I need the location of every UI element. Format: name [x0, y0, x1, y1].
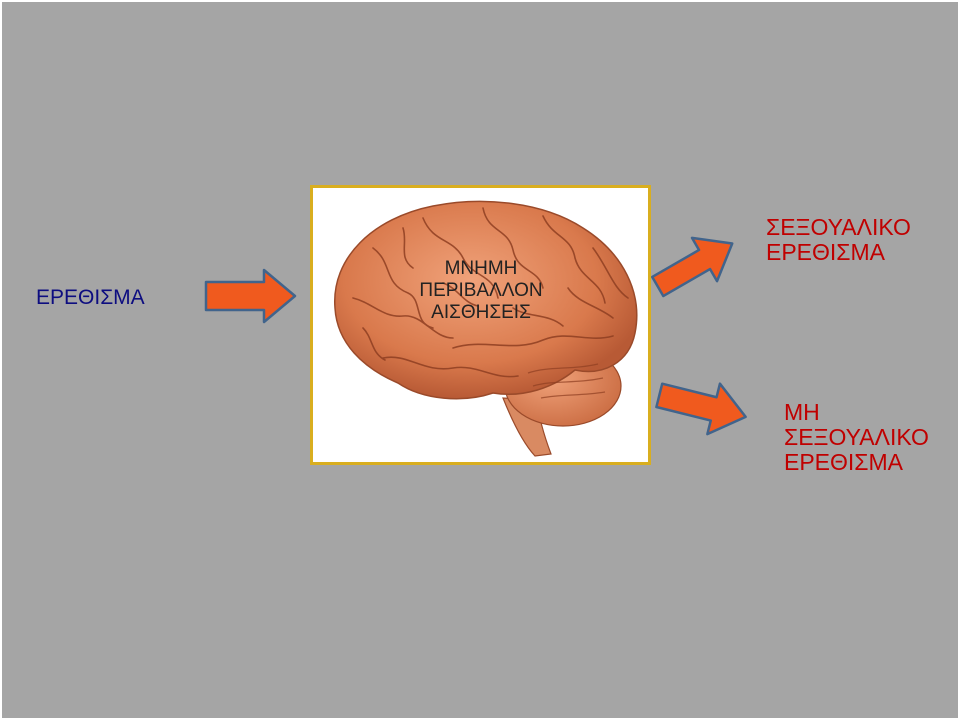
factor-senses: ΑΙΣΘΗΣΕΙΣ: [431, 302, 531, 323]
sexual-line-2: ΕΡΕΘΙΣΜΑ: [766, 239, 886, 265]
arrow-to-nonsexual-icon: [655, 382, 747, 436]
arrow-to-sexual-icon: [651, 236, 734, 298]
nonsexual-line-3: ΕΡΕΘΙΣΜΑ: [784, 449, 904, 475]
brain-factors-text: ΜΝΗΜΗ ΠΕΡΙΒΑΛΛΟΝ ΑΙΣΘΗΣΕΙΣ: [393, 258, 569, 324]
factor-environment: ΠΕΡΙΒΑΛΛΟΝ: [419, 280, 543, 301]
arrow-to-brain-icon: [204, 268, 297, 324]
nonsexual-line-2: ΣΕΞΟΥΑΛΙΚΟ: [784, 424, 929, 450]
stimulus-label: ΕΡΕΘΙΣΜΑ: [36, 286, 145, 309]
factor-memory: ΜΝΗΜΗ: [444, 258, 518, 279]
sexual-stimulus-label: ΣΕΞΟΥΑΛΙΚΟ ΕΡΕΘΙΣΜΑ: [766, 215, 911, 265]
brain-image-frame: ΜΝΗΜΗ ΠΕΡΙΒΑΛΛΟΝ ΑΙΣΘΗΣΕΙΣ: [310, 185, 651, 465]
nonsexual-line-1: ΜΗ: [784, 399, 820, 425]
brain-illustration: [334, 200, 638, 457]
nonsexual-stimulus-label: ΜΗ ΣΕΞΟΥΑΛΙΚΟ ΕΡΕΘΙΣΜΑ: [784, 400, 929, 475]
sexual-line-1: ΣΕΞΟΥΑΛΙΚΟ: [766, 214, 911, 240]
